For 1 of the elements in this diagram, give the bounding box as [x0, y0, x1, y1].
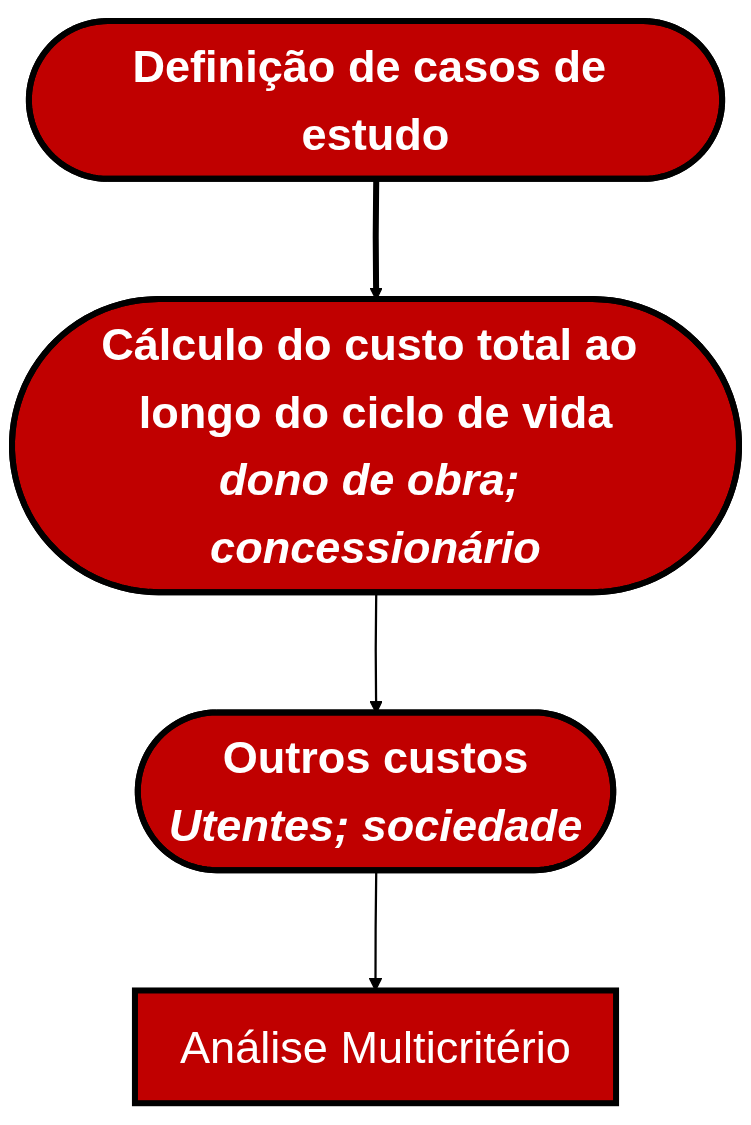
- node-box: Análise Multicritério: [131, 987, 620, 1107]
